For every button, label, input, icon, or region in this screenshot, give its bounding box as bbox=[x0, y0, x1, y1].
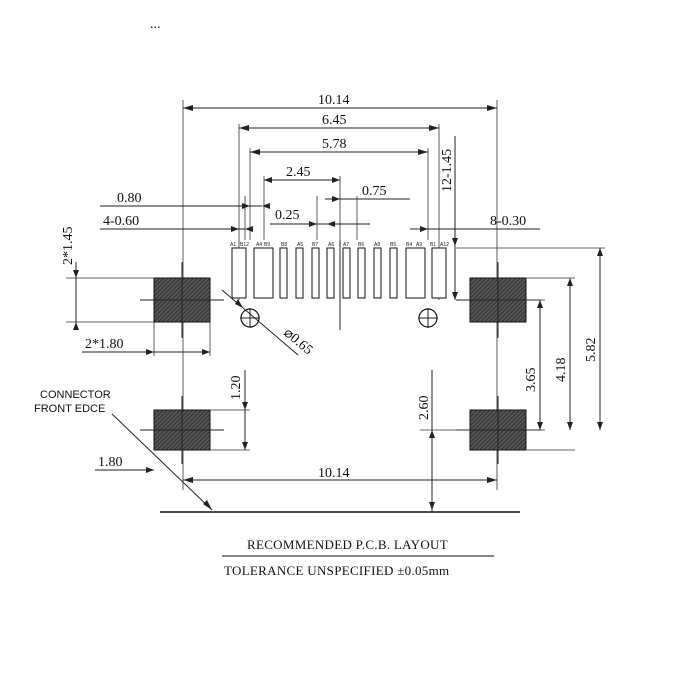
dim-pitch-075: 0.75 bbox=[325, 184, 410, 202]
svg-text:2*1.80: 2*1.80 bbox=[85, 337, 124, 352]
svg-text:A4: A4 bbox=[256, 242, 262, 248]
dim-inner-width: 6.45 bbox=[239, 113, 439, 131]
dim-h-260: 2.60 bbox=[417, 370, 470, 512]
connector-front-edge: CONNECTOR FRONT EDCE bbox=[34, 389, 520, 513]
svg-text:3.65: 3.65 bbox=[524, 368, 539, 393]
svg-text:0.75: 0.75 bbox=[362, 184, 387, 199]
dim-right-145: 12-1.45 bbox=[440, 136, 458, 300]
svg-text:1.80: 1.80 bbox=[98, 455, 123, 470]
svg-text:2*1.45: 2*1.45 bbox=[61, 227, 76, 266]
dim-overall-top: 10.14 bbox=[183, 93, 497, 111]
svg-text:CONNECTOR: CONNECTOR bbox=[40, 389, 111, 401]
shell-pads bbox=[140, 262, 540, 464]
svg-text:B6: B6 bbox=[358, 242, 364, 248]
svg-text:8-0.30: 8-0.30 bbox=[490, 214, 526, 229]
svg-text:TOLERANCE UNSPECIFIED ±0.05mm: TOLERANCE UNSPECIFIED ±0.05mm bbox=[224, 563, 449, 578]
svg-text:A12: A12 bbox=[440, 242, 449, 248]
svg-text:B8: B8 bbox=[281, 242, 287, 248]
svg-text:A6: A6 bbox=[328, 242, 334, 248]
svg-text:2.45: 2.45 bbox=[286, 165, 311, 180]
dim-pad-060: 4-0.60 bbox=[100, 214, 253, 232]
svg-text:4.18: 4.18 bbox=[554, 358, 569, 383]
svg-text:B9: B9 bbox=[264, 242, 270, 248]
dim-left-2x145: 2*1.45 bbox=[61, 227, 154, 330]
svg-text:A9: A9 bbox=[416, 242, 422, 248]
svg-text:A8: A8 bbox=[374, 242, 380, 248]
svg-text:4-0.60: 4-0.60 bbox=[103, 214, 139, 229]
dim-h-120: 1.20 bbox=[210, 370, 250, 451]
svg-text:B5: B5 bbox=[390, 242, 396, 248]
svg-text:0.25: 0.25 bbox=[275, 208, 300, 223]
svg-text:10.14: 10.14 bbox=[318, 93, 350, 108]
dim-pin-span: 5.78 bbox=[250, 137, 428, 155]
dim-gap-025: 0.25 bbox=[270, 208, 370, 227]
mounting-holes: ⌀0.65 bbox=[221, 289, 438, 359]
svg-text:A1: A1 bbox=[230, 242, 236, 248]
svg-text:B12: B12 bbox=[240, 242, 249, 248]
dim-left-2x180: 2*1.80 bbox=[82, 322, 211, 356]
svg-text:B4: B4 bbox=[406, 242, 412, 248]
dim-pad-030: 8-0.30 bbox=[410, 214, 540, 232]
svg-text:B7: B7 bbox=[312, 242, 318, 248]
svg-text:5.78: 5.78 bbox=[322, 137, 347, 152]
svg-text:2.60: 2.60 bbox=[417, 396, 432, 421]
caption: RECOMMENDED P.C.B. LAYOUT TOLERANCE UNSP… bbox=[222, 537, 494, 578]
svg-text:FRONT EDCE: FRONT EDCE bbox=[34, 403, 105, 415]
svg-text:1.20: 1.20 bbox=[229, 376, 244, 401]
svg-text:A5: A5 bbox=[297, 242, 303, 248]
dim-pitch-080: 0.80 bbox=[100, 191, 270, 209]
dim-overall-bottom: 10.14 bbox=[183, 466, 497, 483]
svg-text:A7: A7 bbox=[343, 242, 349, 248]
dim-span-245: 2.45 bbox=[264, 165, 340, 183]
svg-text:RECOMMENDED P.C.B. LAYOUT: RECOMMENDED P.C.B. LAYOUT bbox=[247, 537, 448, 552]
svg-text:0.80: 0.80 bbox=[117, 191, 142, 206]
dim-bottom-180: 1.80 bbox=[95, 455, 154, 473]
svg-text:12-1.45: 12-1.45 bbox=[440, 149, 455, 192]
svg-text:5.82: 5.82 bbox=[584, 338, 599, 363]
connector-pins bbox=[231, 247, 447, 299]
pin-labels: A1 B12 A4 B9 B8 A5 B7 A6 A7 B6 A8 B5 B4 … bbox=[230, 242, 449, 248]
svg-text:⌀0.65: ⌀0.65 bbox=[280, 326, 315, 359]
header-text: ... bbox=[150, 17, 161, 32]
dim-right-verticals: 3.65 4.18 5.82 bbox=[456, 247, 605, 451]
svg-text:6.45: 6.45 bbox=[322, 113, 347, 128]
svg-text:10.14: 10.14 bbox=[318, 466, 350, 481]
svg-text:B1: B1 bbox=[430, 242, 436, 248]
